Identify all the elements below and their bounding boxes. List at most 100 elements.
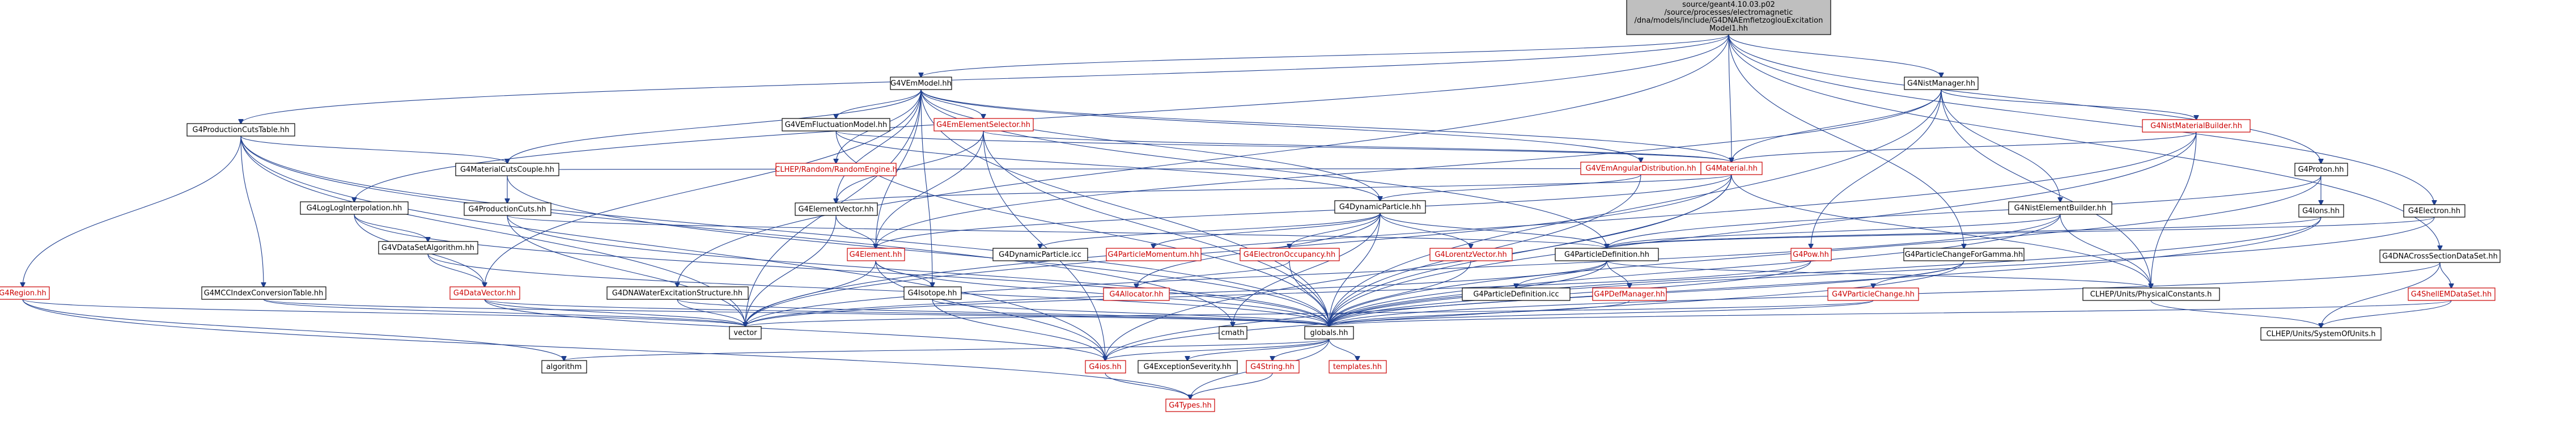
node-g4material[interactable]: G4Material.hh (1700, 162, 1763, 175)
node-g4materialcutscouple[interactable]: G4MaterialCutsCouple.hh (455, 163, 559, 176)
node-g4electronoccupancy[interactable]: G4ElectronOccupancy.hh (1240, 248, 1340, 261)
node-g4region[interactable]: G4Region.hh (0, 286, 50, 300)
node-g4pow[interactable]: G4Pow.hh (1790, 248, 1832, 261)
node-label: G4PDefManager.hh (1594, 290, 1665, 299)
edge-g4dynamicparticle-to-g4dynamicparticle_icc (1040, 213, 1381, 248)
node-g4vemangulardistribution[interactable]: G4VEmAngularDistribution.hh (1580, 162, 1701, 175)
node-algorithm[interactable]: algorithm (541, 360, 587, 374)
node-g4dnacrosssectiondataset[interactable]: G4DNACrossSectionDataSet.hh (2379, 249, 2501, 263)
node-label: G4ParticleMomentum.hh (1107, 251, 1199, 259)
edge-g4dynamicparticle-to-globals (1329, 213, 1381, 327)
edge-g4nistmaterialbuilder-to-clhep_physicalconstants (2151, 132, 2197, 288)
node-clhep-randomengine[interactable]: CLHEP/Random/RandomEngine.h (775, 163, 897, 176)
node-box (1334, 200, 1426, 214)
node-g4ios[interactable]: G4ios.hh (1085, 360, 1126, 374)
node-g4shellemdataset[interactable]: G4ShellEMDataSet.hh (2408, 287, 2496, 301)
node-g4pdefmanager[interactable]: G4PDefManager.hh (1592, 287, 1667, 301)
node-label: source/geant4.10.03.p02 (1682, 1, 1775, 9)
node-g4vemmodel[interactable]: G4VEmModel.hh (890, 77, 952, 90)
edge-g4nistelementbuilder-to-g4particledefinition (1607, 214, 2061, 248)
node-box (903, 286, 962, 300)
node-label: G4Element.hh (850, 251, 902, 259)
edge-g4vemmodel-to-g4vemangulardistribution (920, 89, 1641, 162)
node-box (775, 163, 897, 176)
node-g4mccindexconversiontable[interactable]: G4MCCIndexConversionTable.hh (201, 286, 326, 300)
node-g4nistelementbuilder[interactable]: G4NistElementBuilder.hh (2008, 201, 2112, 215)
node-box (992, 248, 1088, 261)
edge-g4dynamicparticle-to-cmath (1233, 213, 1381, 327)
node-label: G4VDataSetAlgorithm.hh (381, 244, 474, 252)
node-g4particlemomentum[interactable]: G4ParticleMomentum.hh (1106, 248, 1202, 261)
node-g4vemfluctuationmodel[interactable]: G4VEmFluctuationModel.hh (782, 118, 890, 132)
node-g4exceptionseverity[interactable]: G4ExceptionSeverity.hh (1138, 360, 1238, 374)
node-box (2408, 287, 2496, 301)
edge-g4electronoccupancy-to-globals (1289, 260, 1329, 327)
node-box (933, 118, 1034, 132)
edge-g4nistelementbuilder-to-globals (1329, 214, 2061, 327)
node-label: G4MaterialCutsCouple.hh (460, 166, 554, 174)
edge-g4nistmaterialbuilder-to-g4material (1732, 132, 2197, 162)
node-globals[interactable]: globals.hh (1304, 326, 1354, 340)
node-label: templates.hh (1333, 363, 1382, 371)
edge-globals-to-g4exceptionseverity (1187, 338, 1330, 361)
node-cmath[interactable]: cmath (1219, 326, 1247, 340)
node-g4ions[interactable]: G4Ions.hh (2298, 204, 2344, 218)
node-g4proton[interactable]: G4Proton.hh (2294, 163, 2348, 176)
node-g4lorentzvector[interactable]: G4LorentzVector.hh (1429, 248, 1513, 261)
node-g4string[interactable]: G4String.hh (1246, 360, 1300, 374)
node-g4dynamicparticle-icc[interactable]: G4DynamicParticle.icc (992, 248, 1088, 261)
node-g4types[interactable]: G4Types.hh (1165, 399, 1215, 412)
node-vector[interactable]: vector (729, 326, 762, 340)
edge-g4productioncuts-to-vector (507, 215, 745, 327)
edge-root-to-g4material (1728, 34, 1732, 162)
node-g4emelementselector[interactable]: G4EmElementSelector.hh (933, 118, 1034, 132)
node-box (2298, 204, 2344, 218)
node-g4nistmanager[interactable]: G4NistManager.hh (1904, 77, 1979, 90)
node-box (1429, 248, 1513, 261)
edge-g4region-to-g4types (22, 299, 1190, 399)
node-box (0, 286, 50, 300)
edge-g4lorentzvector-to-globals (1329, 260, 1471, 327)
edge-root-to-g4nistmanager (1728, 34, 1941, 77)
node-label: /dna/models/include/G4DNAEmfietzoglouExc… (1635, 16, 1823, 25)
edge-g4vemmodel-to-g4vdatavector (485, 89, 922, 287)
node-root[interactable]: source/geant4.10.03.p02/source/processes… (1626, 0, 1831, 35)
node-box (795, 202, 878, 216)
edge-g4isotope-to-g4ios (932, 299, 1105, 361)
node-label: G4VEmAngularDistribution.hh (1585, 164, 1696, 173)
node-box (2082, 287, 2220, 301)
edge-g4mccindexconversiontable-to-vector (263, 299, 745, 327)
node-g4dynamicparticle[interactable]: G4DynamicParticle.hh (1334, 200, 1426, 214)
node-clhep-physicalconstants[interactable]: CLHEP/Units/PhysicalConstants.h (2082, 287, 2220, 301)
node-g4vparticlechange[interactable]: G4VParticleChange.hh (1827, 287, 1919, 301)
node-g4logloginterpolation[interactable]: G4LogLogInterpolation.hh (300, 201, 409, 215)
node-g4isotope[interactable]: G4Isotope.hh (903, 286, 962, 300)
edge-g4vparticlechange-to-globals (1329, 300, 1874, 327)
node-label: G4MCCIndexConversionTable.hh (204, 289, 324, 298)
node-label: G4EmElementSelector.hh (936, 121, 1030, 129)
node-g4dnawaterexcitationstructure[interactable]: G4DNAWaterExcitationStructure.hh (606, 286, 749, 300)
edge-globals-to-algorithm (564, 338, 1330, 361)
node-label: G4ElementVector.hh (798, 205, 873, 214)
node-g4particledefinition[interactable]: G4ParticleDefinition.hh (1555, 248, 1659, 261)
edge-g4region-to-vector (22, 299, 745, 327)
edge-g4dnacrosssectiondataset-to-clhep_systemofunits (2321, 262, 2441, 328)
node-g4productioncutstable[interactable]: G4ProductionCutsTable.hh (186, 123, 295, 137)
node-clhep-systemofunits[interactable]: CLHEP/Units/SystemOfUnits.h (2260, 327, 2382, 341)
edge-g4vemmodel-to-g4emelementselector (920, 89, 983, 118)
node-g4allocatorhh[interactable]: G4Allocator.hh (1103, 287, 1170, 301)
node-g4vdatasetalgorithm[interactable]: G4VDataSetAlgorithm.hh (378, 241, 478, 255)
edge-g4shellemdataset-to-globals (1329, 300, 2452, 327)
node-g4element[interactable]: G4Element.hh (847, 248, 905, 261)
node-g4electron[interactable]: G4Electron.hh (2403, 204, 2465, 218)
node-g4elementvector[interactable]: G4ElementVector.hh (795, 202, 878, 216)
node-g4vdatavector[interactable]: G4DataVector.hh (449, 286, 520, 300)
node-templates[interactable]: templates.hh (1329, 360, 1387, 374)
node-box (1106, 248, 1202, 261)
edge-g4region-to-algorithm (22, 299, 564, 361)
node-label: G4Material.hh (1705, 164, 1758, 173)
node-g4particledefinition-icc[interactable]: G4ParticleDefinition.icc (1462, 287, 1571, 301)
node-g4productioncuts[interactable]: G4ProductionCuts.hh (464, 202, 551, 216)
node-g4nistmaterialbuilder[interactable]: G4NistMaterialBuilder.hh (2142, 119, 2251, 133)
node-g4particlechangeforgamma[interactable]: G4ParticleChangeForGamma.hh (1903, 248, 2025, 261)
